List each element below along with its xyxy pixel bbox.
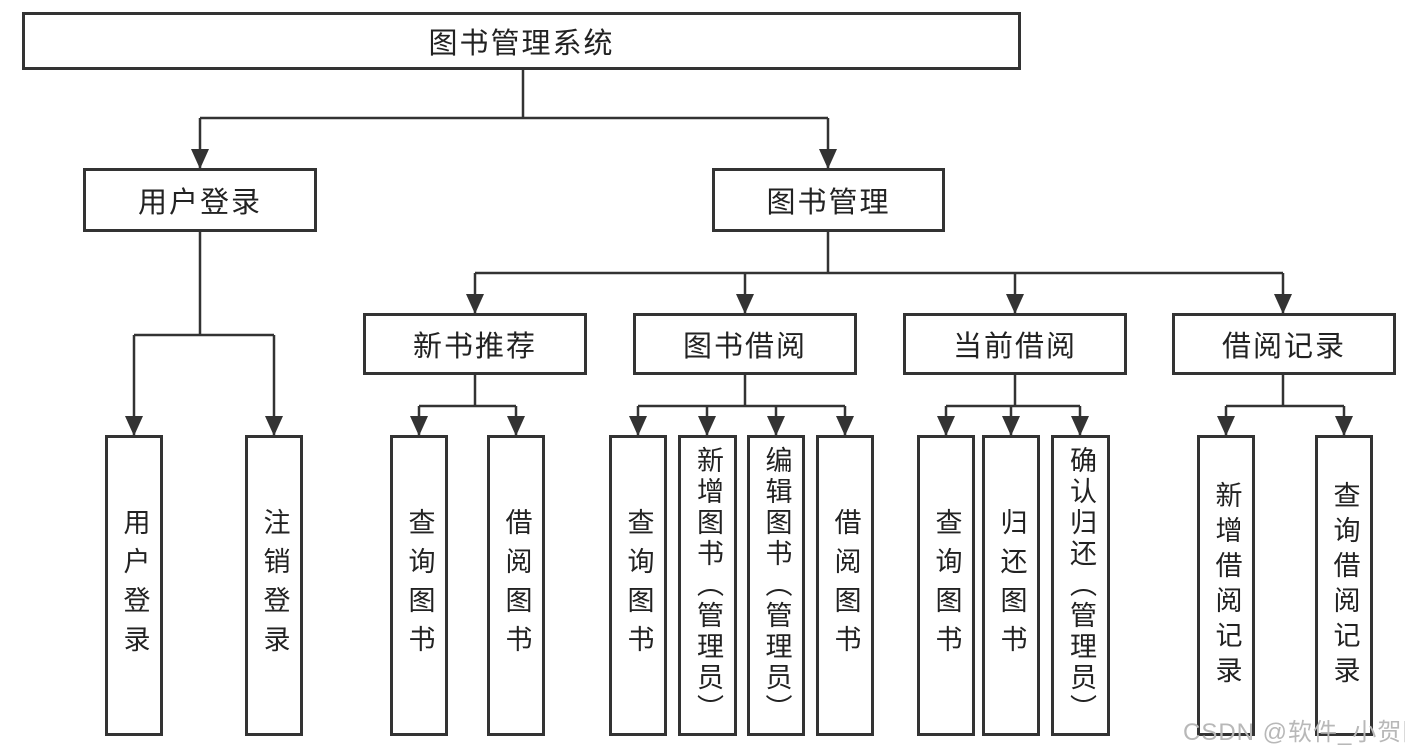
leaf-logout: 注销登录 [245, 435, 303, 736]
leaf-return-books: 归还图书 [982, 435, 1040, 736]
leaf-edit-books-admin: 编辑图书（管理员） [747, 435, 805, 736]
node-current-borrow: 当前借阅 [903, 313, 1127, 375]
leaf-add-borrow-record: 新增借阅记录 [1197, 435, 1255, 736]
leaf-confirm-return-admin: 确认归还（管理员） [1051, 435, 1110, 736]
node-book-management: 图书管理 [712, 168, 945, 232]
leaf-recommend-borrow-books: 借阅图书 [487, 435, 545, 736]
node-new-book-recommend: 新书推荐 [363, 313, 587, 375]
leaf-borrow-query-books: 查询图书 [609, 435, 667, 736]
leaf-add-books-admin: 新增图书（管理员） [678, 435, 737, 736]
leaf-current-query-books: 查询图书 [917, 435, 975, 736]
leaf-user-login: 用户登录 [105, 435, 163, 736]
node-book-borrow: 图书借阅 [633, 313, 857, 375]
leaf-recommend-query-books: 查询图书 [390, 435, 448, 736]
leaf-borrow-books: 借阅图书 [816, 435, 874, 736]
node-borrow-record: 借阅记录 [1172, 313, 1396, 375]
node-library-management-system: 图书管理系统 [22, 12, 1021, 70]
csdn-watermark: CSDN @软件_小贺同学 [1183, 719, 1405, 746]
node-user-login: 用户登录 [83, 168, 317, 232]
leaf-query-borrow-record: 查询借阅记录 [1315, 435, 1373, 736]
